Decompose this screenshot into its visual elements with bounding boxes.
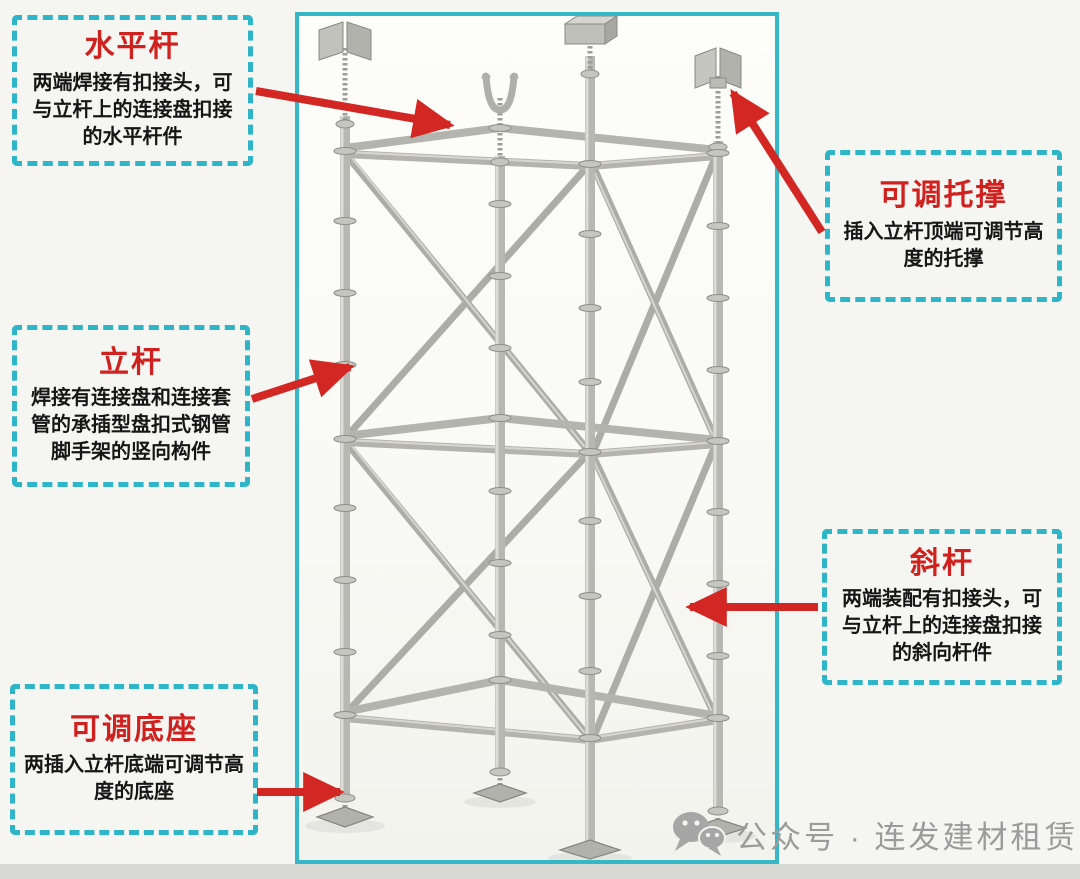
scaffold-graphic	[305, 16, 756, 860]
adjustable-u-head-back	[481, 72, 519, 114]
base-desc: 两插入立杆底端可调节高度的底座	[24, 754, 244, 804]
horizontal-bar-title: 水平杆	[84, 30, 181, 64]
callout-top-support: 可调托撑 插入立杆顶端可调节高度的托撑	[825, 150, 1062, 302]
horizontal-bar-highlights	[344, 151, 719, 739]
base-title: 可调底座	[70, 712, 198, 746]
adjustable-u-head-left	[318, 21, 372, 61]
vertical-pole-desc: 焊接有连接盘和连接套管的承插型盘扣式钢管脚手架的竖向构件	[31, 387, 231, 464]
adjustable-u-head-right	[694, 47, 742, 89]
base-plate	[472, 783, 528, 803]
wechat-icon	[673, 812, 726, 856]
top-support-title: 可调托撑	[879, 179, 1008, 213]
diagonal-bar-title: 斜杆	[910, 546, 974, 580]
diagonal-bar-desc: 两端装配有扣接头，可与立杆上的连接盘扣接的斜向杆件	[842, 588, 1042, 665]
vertical-pole-title: 立杆	[99, 345, 163, 379]
bottom-strip	[0, 864, 1080, 879]
callout-vertical-pole: 立杆 焊接有连接盘和连接套管的承插型盘扣式钢管脚手架的竖向构件	[12, 325, 250, 487]
base-plate	[558, 839, 622, 860]
top-support-desc: 插入立杆顶端可调节高度的托撑	[843, 220, 1044, 270]
callout-diagonal-bar: 斜杆 两端装配有扣接头，可与立杆上的连接盘扣接的斜向杆件	[822, 529, 1062, 685]
horizontal-bars	[341, 124, 722, 744]
adjusting-nuts	[335, 69, 728, 167]
callout-horizontal-bar: 水平杆 两端焊接有扣接头，可与立杆上的连接盘扣接的水平杆件	[12, 15, 253, 166]
watermark-text: 公众号 · 连发建材租赁	[736, 819, 1079, 855]
horizontal-bar-desc: 两端焊接有扣接头，可与立杆上的连接盘扣接的水平杆件	[32, 71, 233, 148]
scaffold-photo	[295, 12, 779, 864]
watermark: 公众号 · 连发建材租赁	[670, 810, 1079, 858]
adjustable-box-head-center	[563, 16, 618, 45]
callout-base: 可调底座 两插入立杆底端可调节高度的底座	[10, 684, 258, 835]
